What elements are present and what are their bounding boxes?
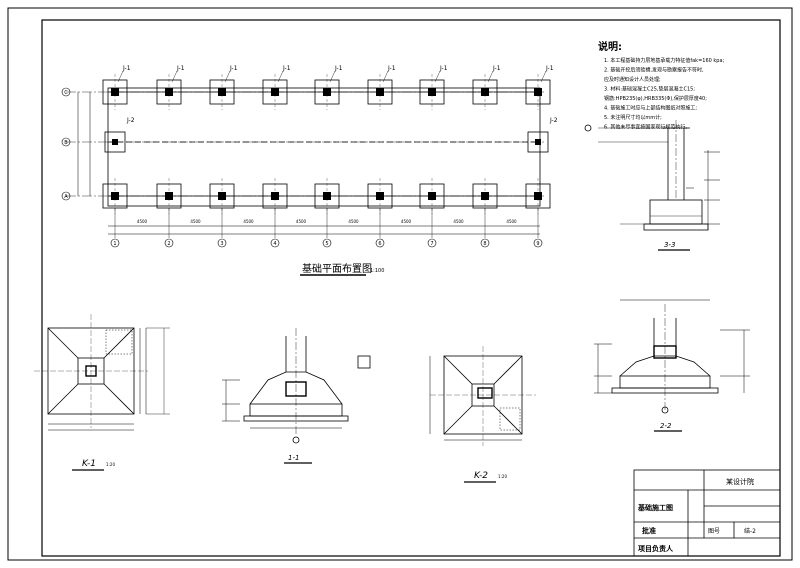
footing-label: J-2 [549, 117, 558, 124]
col-axis-label: 8 [483, 241, 486, 247]
note-line: 6. 其他未尽事宜按国家现行规范执行。 [604, 124, 690, 131]
dimension-text: 4500 [137, 219, 148, 224]
note-line: 2. 基础开挖后须验槽,发现与勘察报告不符时, [604, 67, 704, 74]
titleblock-company: 某设计院 [726, 477, 754, 486]
footing-j1 [419, 74, 445, 110]
dimension-text: 4500 [453, 219, 464, 224]
note-line: 1. 本工程基础持力层地基承载力特征值fak=160 kpa; [604, 57, 725, 64]
row-axis-label: B [64, 140, 68, 146]
section-1-1-label: 1-1 [288, 454, 299, 462]
titleblock-dwg-no: 结-2 [744, 527, 756, 535]
col-axis-label: 2 [167, 241, 170, 247]
note-line: 3. 材料:基础混凝土C25,垫层混凝土C15; [604, 86, 695, 93]
footing-j1 [102, 74, 128, 110]
footing-label: J-1 [334, 65, 343, 72]
plan-title: 基础平面布置图 [302, 262, 372, 275]
note-line: 4. 基础施工时应与上部结构图纸对照施工; [604, 105, 697, 112]
dimension-text: 4500 [190, 219, 201, 224]
detail-k1-label: K-1 [82, 459, 96, 469]
footing-label: J-1 [282, 65, 291, 72]
footing-label: J-1 [176, 65, 185, 72]
plan-axes: C B A 1 4500 2 4500 3 4500 4 4500 5 4500 6 4500 7 4500 8 4… [61, 87, 543, 248]
footing-j2 [527, 131, 549, 153]
note-line: 5. 未注明尺寸均以mm计; [604, 114, 662, 121]
section-3-3 [584, 120, 720, 231]
col-axis-label: 6 [378, 241, 381, 247]
detail-k2-scale: 1:20 [498, 474, 507, 479]
dimension-text: 4500 [506, 219, 517, 224]
footing-j2 [104, 131, 126, 153]
detail-k1 [34, 314, 170, 431]
note-line: 应及时通知设计人员处理; [604, 76, 661, 83]
titleblock-project-lead: 项目负责人 [638, 544, 674, 553]
footing-j1 [525, 74, 551, 110]
footing-label: J-1 [492, 65, 501, 72]
plan-scale: 1:100 [370, 268, 384, 274]
footing-label: J-1 [439, 65, 448, 72]
row-axis-label: A [64, 194, 68, 200]
detail-k1-scale: 1:20 [106, 462, 115, 467]
note-line: 钢筋:HPB235(φ),HRB335(Φ),保护层厚度40; [604, 95, 707, 102]
footing-label: J-1 [122, 65, 131, 72]
row-axis-label: C [64, 90, 68, 96]
section-2-2-label: 2-2 [660, 422, 672, 430]
dimension-text: 4500 [348, 219, 359, 224]
detail-k2 [429, 346, 536, 446]
section-2-2 [594, 299, 750, 414]
titleblock-approve: 批准 [642, 526, 656, 535]
plan-footings: J-1 J-1 J-1 J-1 J-1 J-1 J-1 J-1 J-1J-2 J-2 [102, 65, 558, 214]
notes-heading: 说明: [598, 40, 622, 53]
footing-j1 [472, 74, 498, 110]
section-3-3-label: 3-3 [664, 241, 675, 249]
outer-border [7, 7, 793, 561]
col-axis-label: 3 [220, 241, 223, 247]
inner-border [41, 19, 781, 557]
col-axis-label: 1 [113, 241, 116, 247]
notes-lines: 1. 本工程基础持力层地基承载力特征值fak=160 kpa; 2. 基础开挖后须… [604, 57, 725, 131]
detail-k2-label: K-2 [474, 471, 488, 481]
titleblock-drawing-name: 基础施工图 [637, 503, 673, 512]
dimension-text: 4500 [243, 219, 254, 224]
dimension-text: 4500 [401, 219, 412, 224]
titleblock-dwg-no-label: 图号 [708, 528, 720, 535]
footing-label: J-1 [229, 65, 238, 72]
footing-j1 [314, 74, 340, 110]
title-block [633, 469, 781, 557]
dimension-text: 4500 [296, 219, 307, 224]
footing-j1 [262, 74, 288, 110]
col-axis-label: 7 [430, 241, 433, 247]
col-axis-label: 5 [325, 241, 328, 247]
footing-label: J-2 [126, 117, 135, 124]
footing-label: J-1 [387, 65, 396, 72]
col-axis-label: 4 [273, 241, 276, 247]
col-axis-label: 9 [536, 241, 539, 247]
footing-j1 [156, 74, 182, 110]
section-1-1 [222, 328, 371, 444]
footing-j1 [367, 74, 393, 110]
footing-label: J-1 [545, 65, 554, 72]
footing-j1 [209, 74, 235, 110]
